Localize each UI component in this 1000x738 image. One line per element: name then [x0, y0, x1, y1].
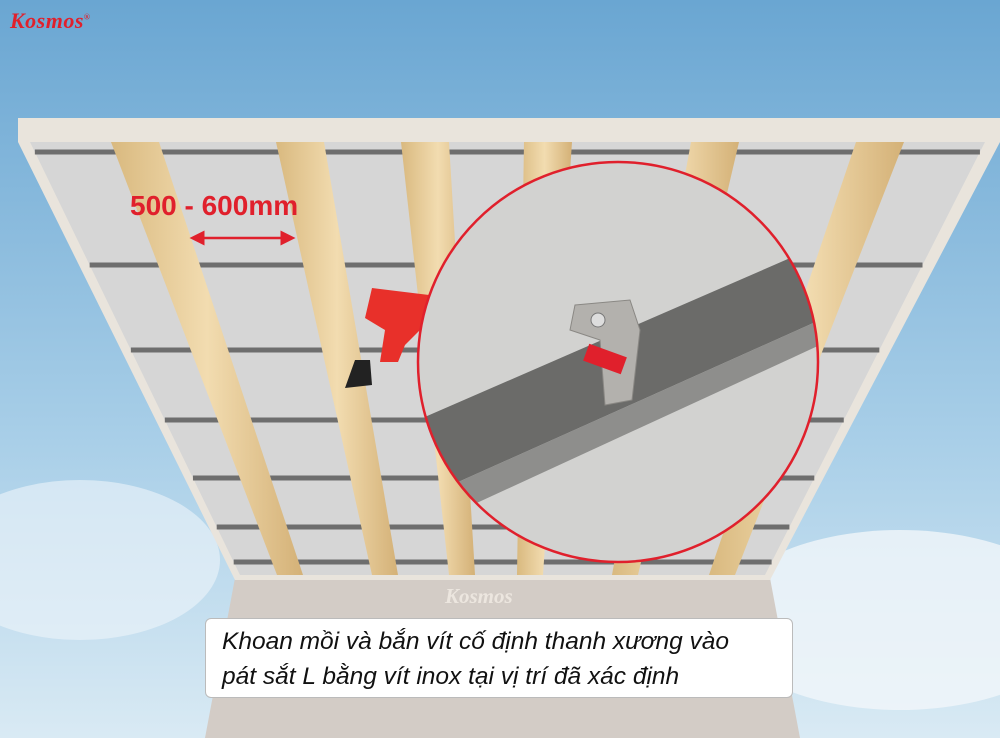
watermark: Kosmos: [445, 584, 513, 608]
wood-batten: [276, 142, 398, 575]
cloud: [0, 480, 220, 640]
registered-mark: ®: [83, 12, 91, 22]
caption-line-1: Khoan mồi và bắn vít cố định thanh xương…: [222, 628, 730, 655]
logo-text: Kosmos: [10, 8, 84, 33]
brand-logo: Kosmos®: [10, 8, 90, 34]
caption-line-2: pát sắt L bằng vít inox tại vị trí đã xá…: [222, 663, 680, 690]
spacing-label: 500 - 600mm: [130, 190, 299, 221]
detail-magnifier: [418, 162, 818, 562]
magnifier-outline: [416, 160, 820, 564]
caption-box: Khoan mồi và bắn vít cố định thanh xương…: [205, 618, 793, 698]
wood-batten: [111, 142, 303, 575]
